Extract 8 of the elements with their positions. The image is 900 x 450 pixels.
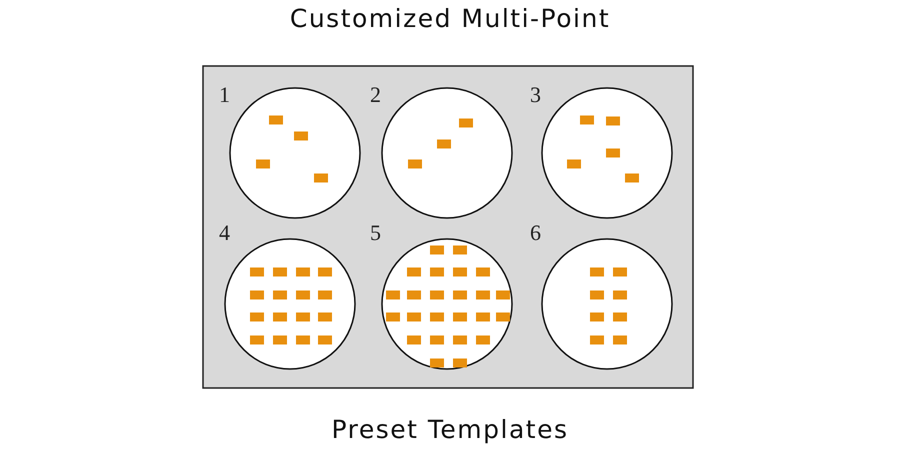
caption: Preset Templates bbox=[330, 415, 570, 444]
well-number: 2 bbox=[370, 84, 381, 106]
well-number: 4 bbox=[219, 222, 230, 244]
well-number: 1 bbox=[219, 84, 230, 106]
well-number: 5 bbox=[370, 222, 381, 244]
title: Customized Multi-Point bbox=[288, 4, 612, 33]
well-number: 6 bbox=[530, 222, 541, 244]
well-number: 3 bbox=[530, 84, 541, 106]
